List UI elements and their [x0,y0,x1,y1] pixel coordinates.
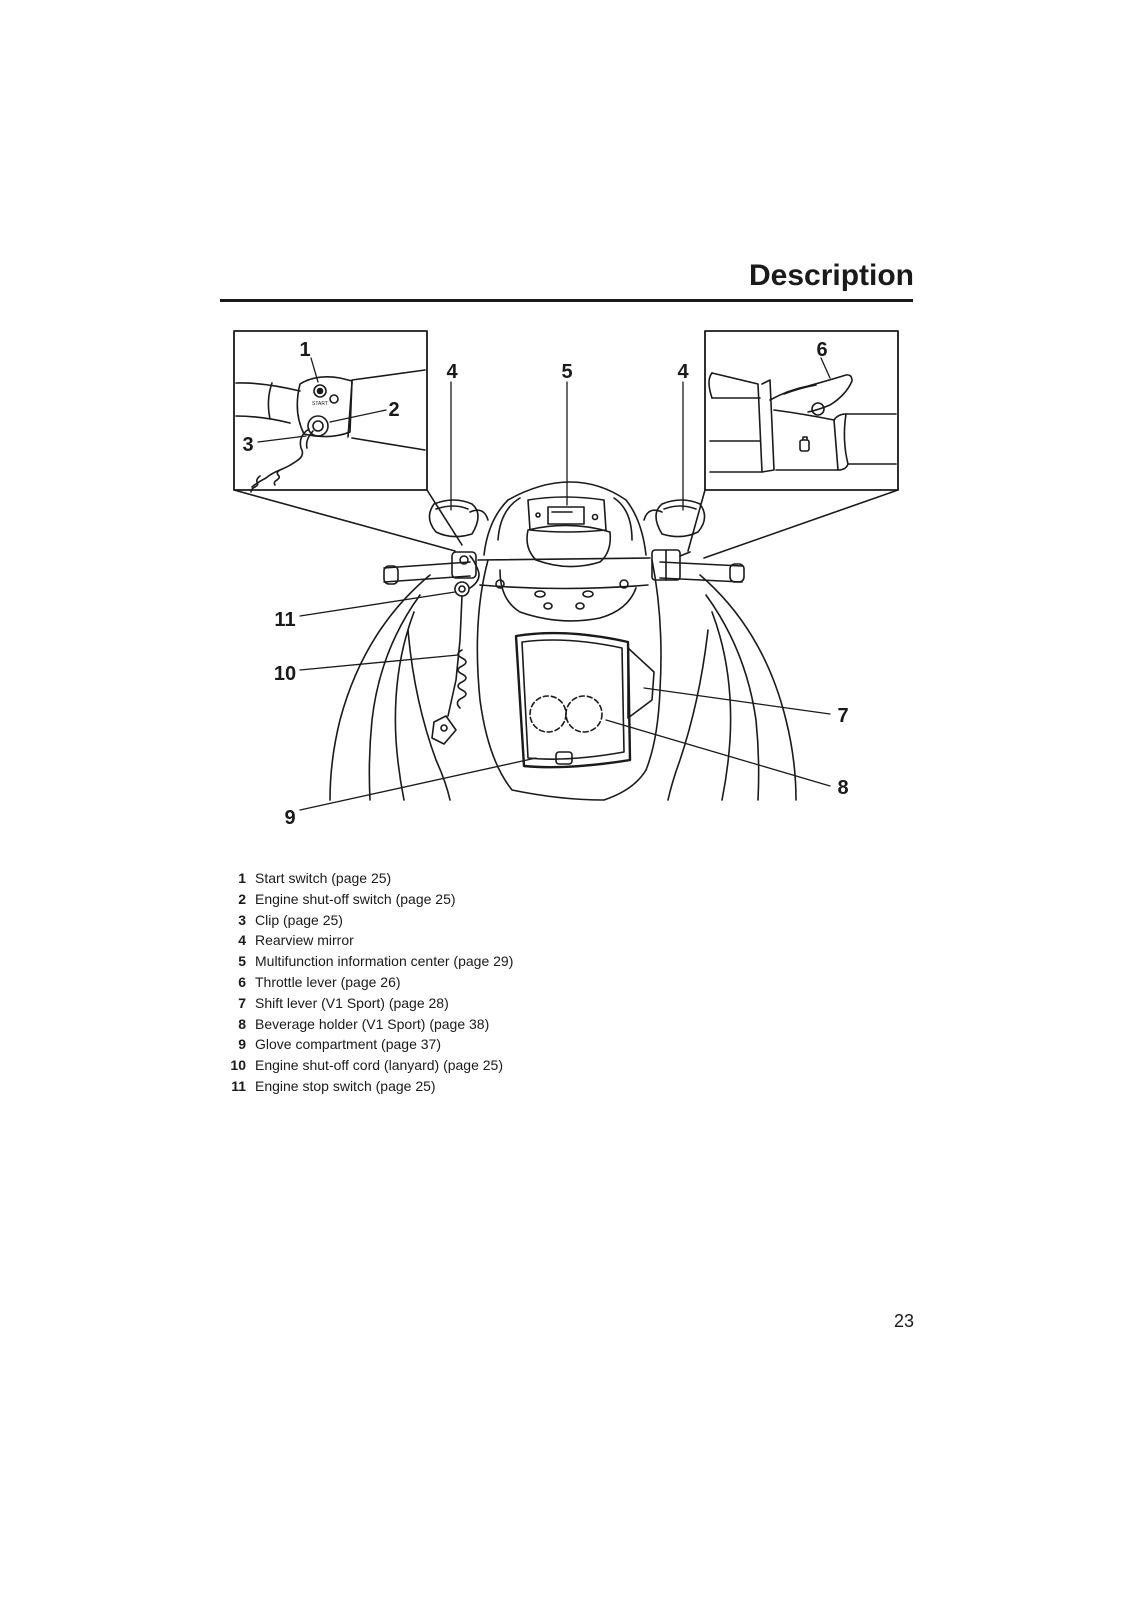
callout-2: 2 [388,399,399,421]
beverage-holder-right [565,695,603,733]
left-mirror [428,499,479,538]
legend-text: Throttle lever (page 26) [255,973,401,990]
page-title: Description [748,259,914,292]
callout-6: 6 [816,339,827,361]
callout-5: 5 [561,361,572,383]
legend-number: 10 [230,1057,246,1074]
legend-item: 6 Throttle lever (page 26) [222,972,513,993]
legend-text: Shift lever (V1 Sport) (page 28) [255,994,449,1011]
legend-number: 11 [231,1077,246,1094]
callout-8: 8 [837,777,848,799]
callout-11: 11 [274,609,295,631]
legend-text: Clip (page 25) [255,911,343,928]
legend-number: 6 [238,973,246,990]
callout-3: 3 [242,434,253,456]
callout-9: 9 [284,807,295,829]
legend-item: 1 Start switch (page 25) [222,868,513,889]
legend-number: 4 [238,932,246,949]
callout-4-right: 4 [677,361,689,383]
glove-compartment [514,631,632,769]
legend-item: 4 Rearview mirror [222,930,513,951]
legend-text: Engine shut-off switch (page 25) [255,890,456,907]
legend-item: 5 Multifunction information center (page … [222,951,513,972]
callout-7: 7 [837,705,848,727]
callout-1: 1 [299,339,310,361]
legend-item: 10 Engine shut-off cord (lanyard) (page 2… [222,1055,513,1076]
start-label-text: START [312,401,328,407]
callout-4-left: 4 [446,361,458,383]
legend-text: Engine shut-off cord (lanyard) (page 25) [255,1057,503,1074]
shutoff-switch-knob [307,415,329,437]
legend-text: Multifunction information center (page 2… [255,953,514,970]
right-mirror [655,499,706,538]
legend-item: 9 Glove compartment (page 37) [222,1034,513,1055]
beverage-holder-left [529,695,567,733]
legend-item: 3 Clip (page 25) [222,910,513,931]
callout-numbers: 1 2 3 4 5 4 6 7 8 9 10 11 [242,339,848,829]
legend-text: Start switch (page 25) [255,870,392,886]
leader-lines [257,357,831,811]
shift-lever [627,647,655,719]
legend-text: Glove compartment (page 37) [255,1036,441,1053]
right-inset-detail [704,330,899,491]
page-number: 23 [893,1311,914,1331]
legend-item: 7 Shift lever (V1 Sport) (page 28) [222,993,513,1014]
legend-item: 8 Beverage holder (V1 Sport) (page 38) [222,1014,513,1035]
left-inset-detail: START [233,330,428,493]
title-rule [220,299,913,302]
legend-number: 2 [238,890,246,907]
legend-number: 3 [238,911,246,928]
legend-number: 8 [238,1015,246,1032]
start-switch-knob [313,384,327,398]
watercraft-body [329,481,797,801]
legend-number: 9 [238,1036,246,1053]
legend-item: 2 Engine shut-off switch (page 25) [222,889,513,910]
multifunction-display-outline [527,496,607,533]
legend-number: 5 [238,953,246,970]
legend-number: 7 [238,994,246,1011]
legend-text: Beverage holder (V1 Sport) (page 38) [255,1015,490,1032]
legend-text: Rearview mirror [255,932,354,949]
callout-10: 10 [274,663,296,685]
legend-item: 11 Engine stop switch (page 25) [222,1076,513,1097]
legend-number: 1 [238,870,246,886]
watercraft-handlebar-illustration: START [233,330,899,829]
legend-text: Engine stop switch (page 25) [255,1077,436,1094]
